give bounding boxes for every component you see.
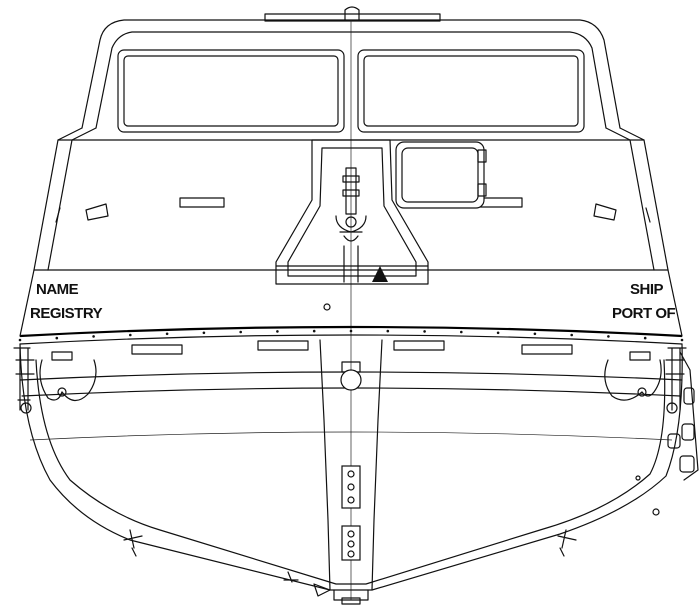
windshield-right-inner: [363, 55, 579, 127]
forward-hatch: [275, 139, 429, 285]
anchor-shank: [345, 167, 357, 215]
rail-rivet: [239, 330, 242, 334]
fender-line-right-2: [641, 359, 662, 397]
rail-rivet: [202, 331, 206, 335]
slot-right: [477, 197, 523, 208]
plate-1: [131, 344, 183, 355]
hull-chine: [35, 359, 666, 585]
gunwale-bottom: [19, 334, 683, 345]
deck-fitting: [323, 303, 331, 311]
cleat-left-chain: [15, 359, 35, 401]
fender-line-left: [39, 359, 63, 401]
cabin-outline: [81, 19, 621, 129]
gunwale-top: [19, 325, 683, 338]
plate-2: [257, 340, 309, 351]
hinge-top: [477, 149, 487, 163]
plate-5: [51, 351, 73, 361]
label-registry: REGISTRY: [30, 305, 103, 322]
cleat-right: [667, 347, 687, 411]
rail-rivet: [165, 332, 169, 336]
rail-rivet: [349, 329, 353, 333]
anchor-icon: [335, 215, 367, 242]
plate-4: [521, 344, 573, 355]
rail-rivet: [533, 332, 537, 336]
rub-rail: [18, 269, 684, 361]
rail-rivet: [129, 333, 132, 337]
hull-strake: [29, 431, 673, 441]
bow-eye: [340, 369, 362, 391]
right-pillar: [605, 127, 669, 271]
rail-rivet: [496, 331, 500, 335]
rail-rivet: [386, 329, 390, 333]
roof-light: [344, 6, 360, 21]
side-hatch: [395, 141, 487, 209]
hatch-inner: [287, 147, 417, 277]
side-hatch-frame: [395, 141, 485, 209]
windshield-left: [117, 49, 345, 133]
lift-plate-upper: [341, 465, 361, 509]
rail-rivet: [312, 329, 316, 333]
plate-6: [629, 351, 651, 361]
transducer-left: [123, 529, 143, 557]
rail-rivet: [680, 338, 684, 342]
vent-right: [593, 203, 617, 221]
rail-rivet: [423, 330, 426, 333]
fender-line-left-2: [61, 359, 97, 402]
hull-labels: NAME REGISTRY SHIP PORT OF: [30, 281, 676, 322]
hatch-frame: [275, 139, 429, 285]
rail-rivet: [55, 336, 59, 340]
hinge-bottom: [477, 183, 487, 197]
rail-rivets: [18, 329, 684, 342]
windshield-left-inner: [123, 55, 339, 127]
transducer-right: [557, 529, 577, 557]
slot-left: [179, 197, 225, 208]
rail-rivet: [570, 333, 573, 337]
rail-rivet: [18, 338, 22, 342]
vent-left: [85, 203, 109, 221]
rail-rivet: [276, 330, 279, 333]
label-name: NAME: [36, 281, 79, 298]
cabin: [33, 6, 669, 600]
rail-rivet: [460, 330, 463, 334]
rail-rivet: [607, 335, 610, 338]
label-port-of: PORT OF: [612, 305, 676, 322]
hull: [13, 339, 699, 605]
stem: [319, 339, 383, 591]
roof-vent: [264, 13, 441, 22]
rail-rivet: [643, 336, 647, 340]
fender-line-right: [604, 359, 643, 401]
bow-ladder: [679, 351, 699, 481]
left-pillar: [33, 127, 97, 271]
windshield-right: [357, 49, 585, 133]
plate-3: [393, 340, 445, 351]
label-ship: SHIP: [630, 281, 664, 298]
rail-rivet: [92, 335, 95, 338]
lift-plate-lower: [341, 525, 361, 561]
